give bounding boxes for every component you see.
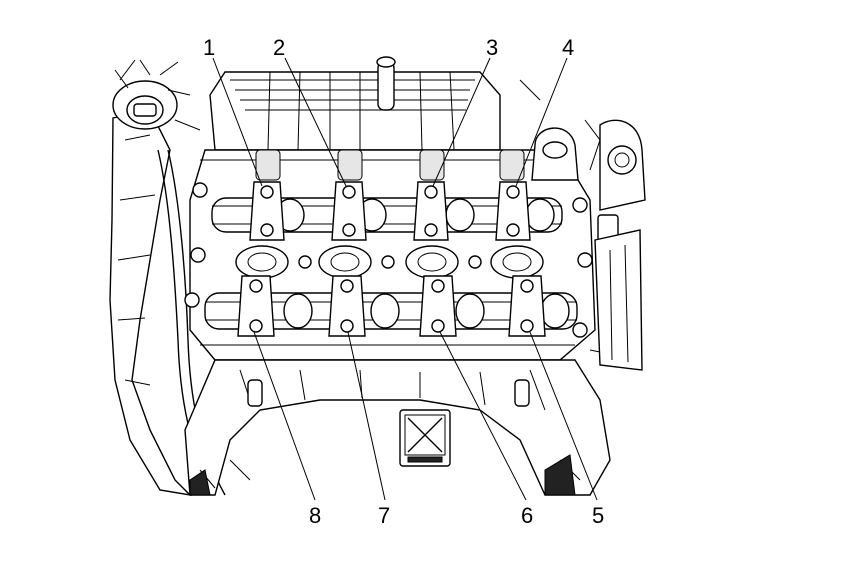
warning-label — [399, 409, 451, 467]
callout-5: 5 — [592, 503, 604, 528]
leader-6 — [439, 331, 527, 501]
leader-4 — [515, 57, 568, 187]
callout-2: 2 — [273, 35, 285, 60]
lower-camshaft — [204, 292, 578, 330]
leader-lines — [212, 57, 598, 501]
leader-1 — [212, 57, 263, 187]
engine-cylinder-head-illustration — [109, 56, 646, 497]
leader-7 — [347, 331, 386, 501]
upper-bearing-caps — [249, 181, 531, 241]
coil-pockets — [255, 149, 525, 181]
leader-3 — [432, 57, 491, 187]
right-side-components — [519, 79, 646, 371]
spark-plug-bores — [235, 245, 544, 279]
leader-8 — [253, 331, 316, 501]
callout-4: 4 — [562, 35, 574, 60]
callout-8: 8 — [309, 503, 321, 528]
callout-7: 7 — [378, 503, 390, 528]
callout-labels: 1 2 3 4 5 6 7 8 — [203, 35, 604, 528]
leader-2 — [284, 57, 347, 187]
head-bolts — [184, 182, 593, 338]
callout-1: 1 — [203, 35, 215, 60]
lower-bearing-caps — [237, 275, 546, 337]
exhaust-side — [184, 359, 611, 496]
leader-5 — [529, 331, 598, 501]
callout-3: 3 — [486, 35, 498, 60]
callout-6: 6 — [521, 503, 533, 528]
